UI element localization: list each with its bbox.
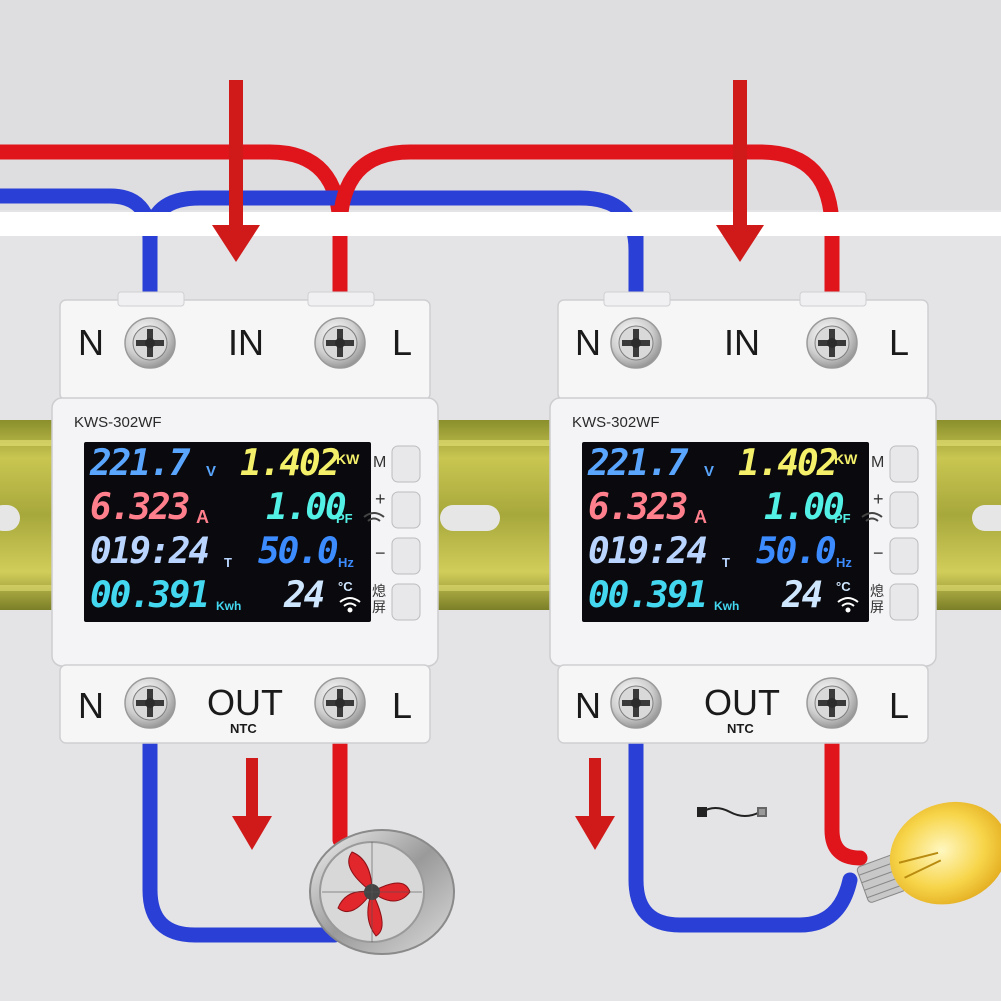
energy-value: 00.391 <box>90 575 210 616</box>
plus-button[interactable] <box>890 492 918 528</box>
terminal-label-l: L <box>889 685 910 726</box>
fan-icon <box>309 829 455 955</box>
energy-value: 00.391 <box>588 575 708 616</box>
model-label: KWS-302WF <box>572 414 660 431</box>
current-value: 6.323 <box>90 487 190 528</box>
plus-button-label: + <box>375 489 386 509</box>
wifi-icon <box>339 597 361 613</box>
power-unit: KW <box>336 451 360 467</box>
current-value: 6.323 <box>588 487 688 528</box>
power-value: 1.402 <box>240 443 340 484</box>
voltage-value: 221.7 <box>588 443 688 484</box>
terminal-label-out: OUT <box>704 682 780 723</box>
model-label: KWS-302WF <box>74 414 162 431</box>
terminal-label-n: N <box>575 685 601 726</box>
screen-off-button-label: 熄屏 <box>372 583 386 615</box>
pf-value: 1.00 <box>764 487 845 528</box>
wifi-icon <box>861 512 883 522</box>
terminal-label-l: L <box>392 322 413 363</box>
m-button-label: M <box>871 454 885 471</box>
frequency-value: 50.0 <box>756 531 837 572</box>
time-unit: T <box>224 555 232 570</box>
voltage-unit: V <box>704 463 715 480</box>
voltage-unit: V <box>206 463 217 480</box>
terminal-label-in: IN <box>228 322 264 363</box>
energy-unit: Kwh <box>216 599 242 613</box>
frequency-unit: Hz <box>836 555 852 570</box>
power-unit: KW <box>834 451 858 467</box>
power-value: 1.402 <box>738 443 838 484</box>
temperature-value: 24 <box>782 575 823 616</box>
voltage-value: 221.7 <box>90 443 190 484</box>
ntc-sensor-icon <box>697 807 767 817</box>
arrow-down-icon <box>716 80 764 262</box>
terminal-label-in: IN <box>724 322 760 363</box>
minus-button-label: − <box>873 543 884 563</box>
current-unit: A <box>694 507 707 527</box>
terminal-label-l: L <box>889 322 910 363</box>
light-bulb-icon <box>856 801 1001 905</box>
plus-button-label: + <box>873 489 884 509</box>
current-unit: A <box>196 507 209 527</box>
temperature-value: 24 <box>284 575 325 616</box>
arrow-down-icon <box>575 758 615 850</box>
terminal-label-n: N <box>78 685 104 726</box>
energy-unit: Kwh <box>714 599 740 613</box>
pf-unit: PF <box>834 511 851 526</box>
minus-button-label: − <box>375 543 386 563</box>
frequency-value: 50.0 <box>258 531 339 572</box>
temperature-unit: °C <box>836 579 851 594</box>
time-value: 019:24 <box>90 531 210 572</box>
pf-value: 1.00 <box>266 487 347 528</box>
time-value: 019:24 <box>588 531 708 572</box>
arrow-down-icon <box>232 758 272 850</box>
arrow-down-icon <box>212 80 260 262</box>
pf-unit: PF <box>336 511 353 526</box>
wifi-icon <box>363 512 385 522</box>
ntc-label: NTC <box>230 721 257 736</box>
terminal-label-n: N <box>78 322 104 363</box>
m-button[interactable] <box>890 446 918 482</box>
terminal-label-out: OUT <box>207 682 283 723</box>
terminal-label-n: N <box>575 322 601 363</box>
m-button-label: M <box>373 454 387 471</box>
ntc-label: NTC <box>727 721 754 736</box>
terminal-label-l: L <box>392 685 413 726</box>
wifi-icon <box>837 597 859 613</box>
frequency-unit: Hz <box>338 555 354 570</box>
screen-off-button-label: 熄屏 <box>870 583 884 615</box>
minus-button[interactable] <box>890 538 918 574</box>
screen-off-button[interactable] <box>890 584 918 620</box>
time-unit: T <box>722 555 730 570</box>
temperature-unit: °C <box>338 579 353 594</box>
